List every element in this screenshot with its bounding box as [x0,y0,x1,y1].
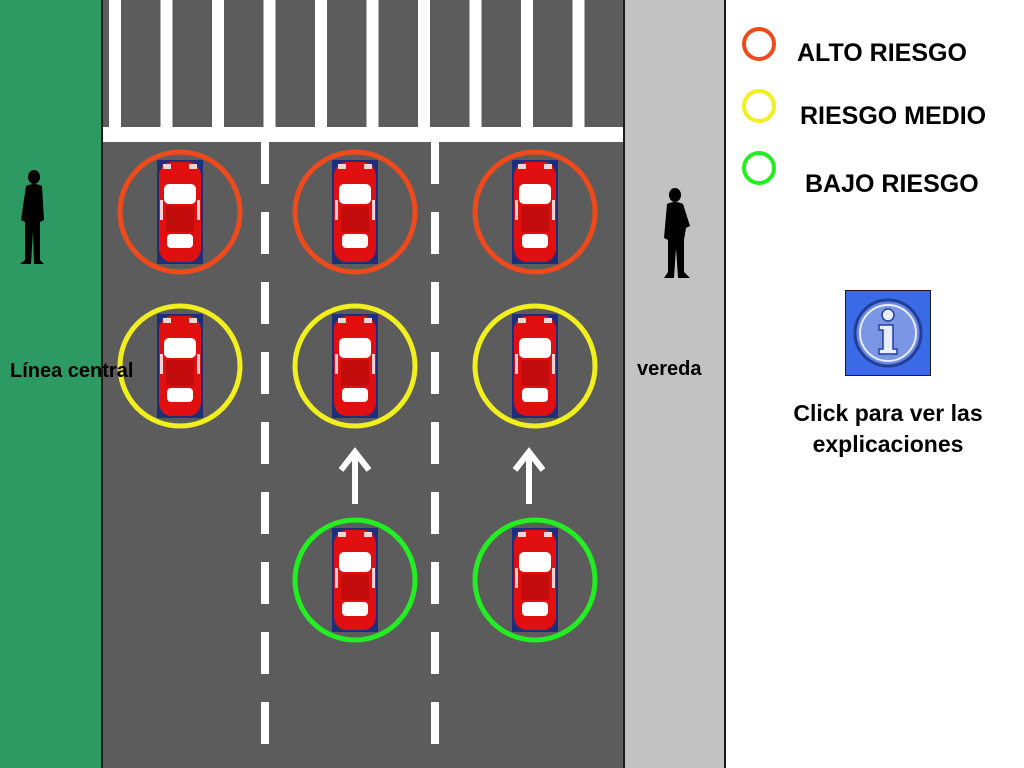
car-icon [512,528,558,632]
crosswalk-stripe [572,0,585,128]
lane-dividers [261,142,439,744]
lane-dash [431,212,439,254]
lane-dash [261,632,269,674]
cars-layer [117,149,598,643]
car-icon [332,314,378,418]
lane-dash [261,282,269,324]
risk-circle [292,149,418,275]
lane-dash [261,212,269,254]
crosswalk-stripe [521,0,533,128]
lane-dash [431,492,439,534]
crosswalk-stripe [469,0,482,128]
low-risk-legend-label: BAJO RIESGO [805,170,979,198]
crosswalk-stripe [109,0,121,128]
lane-dash [431,422,439,464]
crosswalk [103,0,623,142]
lane-dash [261,352,269,394]
crosswalk-stripe [366,0,379,128]
low-risk-legend-ring [742,151,776,185]
risk-circle [117,303,243,429]
car-icon [512,160,558,264]
car-icon [332,528,378,632]
lane-dash [261,492,269,534]
lane-dash [261,562,269,604]
lane-dash [431,282,439,324]
risk-circle [292,517,418,643]
crosswalk-stripe [160,0,173,128]
median-strip [0,0,103,768]
info-button[interactable] [845,290,931,376]
median-label: Línea central [10,360,134,382]
lane-dash [431,142,439,184]
crosswalk-stripe [315,0,327,128]
arrow-up-icon [512,447,546,504]
medium-risk-legend-label: RIESGO MEDIO [800,102,987,130]
high-risk-legend-label: ALTO RIESGO [797,39,967,67]
sidewalk-label: vereda [637,358,702,380]
risk-circle [472,149,598,275]
high-risk-legend-ring [742,27,776,61]
lane-dash [431,632,439,674]
lane-dash [261,142,269,184]
crosswalk-stripe [212,0,224,128]
stop-line [103,127,623,142]
direction-arrows [338,447,546,504]
risk-circle [117,149,243,275]
risk-circle [472,517,598,643]
lane-dash [261,702,269,744]
info-icon [853,298,923,368]
crosswalk-stripe [263,0,276,128]
lane-dash [431,562,439,604]
risk-circle [292,303,418,429]
car-icon [157,314,203,418]
lane-dash [261,422,269,464]
car-icon [512,314,558,418]
lane-dash [431,702,439,744]
crosswalk-stripe [418,0,430,128]
sidewalk [623,0,726,768]
medium-risk-legend-ring [742,89,776,123]
lane-dash [431,352,439,394]
info-caption: Click para ver las explicaciones [793,400,983,457]
pedestrian-icon [20,170,44,264]
car-icon [157,160,203,264]
car-icon [332,160,378,264]
risk-circle [472,303,598,429]
pedestrian-icon [664,188,690,278]
arrow-up-icon [338,447,372,504]
